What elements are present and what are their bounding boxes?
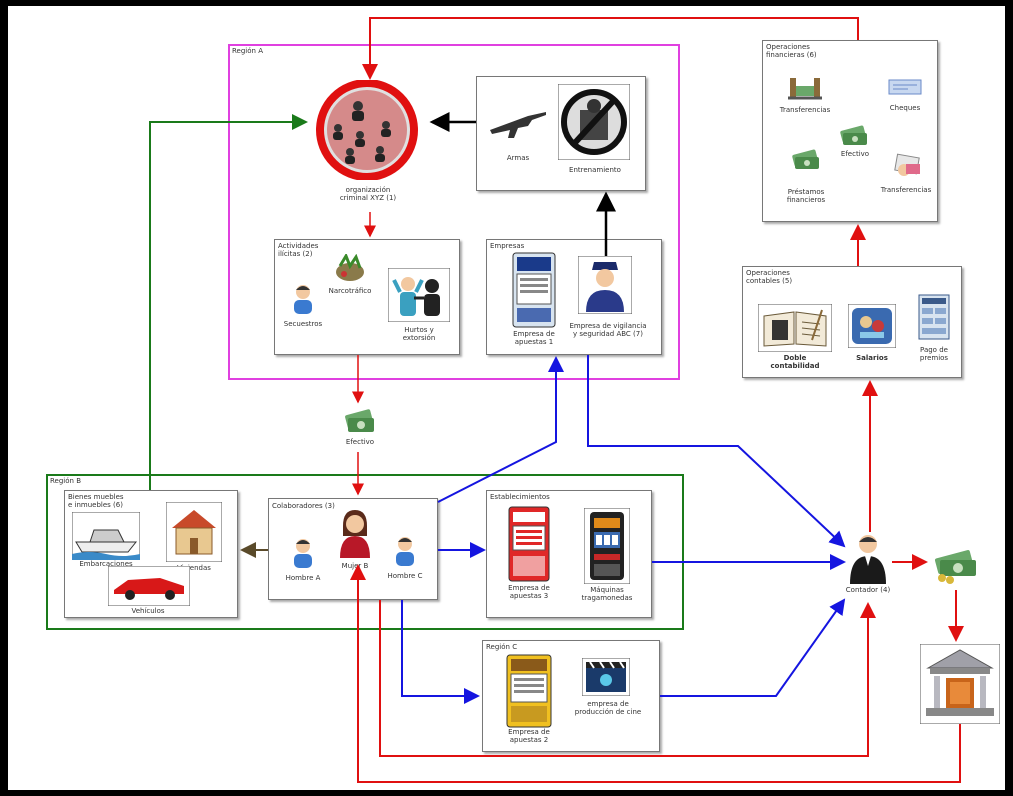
betting-company-3-label: Empresa de apuestas 3: [508, 584, 550, 600]
prize-payment-label: Pago de premios: [919, 346, 949, 362]
loans-label: Préstamos financieros: [786, 188, 826, 204]
financial-operations-title: Operaciones financieras (6): [766, 43, 817, 59]
cash-label: Efectivo: [345, 438, 375, 446]
man-a-icon: [292, 538, 314, 568]
cheques-label: Cheques: [889, 104, 921, 112]
man-c-icon: [394, 536, 416, 566]
boat-icon: [71, 511, 141, 561]
ledger-icon: [757, 303, 833, 353]
criminal-organization-icon: [308, 79, 426, 181]
extortion-icon: [387, 267, 451, 323]
vehicles-label: Vehículos: [131, 607, 165, 615]
man-c-label: Hombre C: [387, 572, 423, 580]
bank-icon: [919, 643, 1001, 725]
betting-machine-2-icon: [506, 654, 552, 728]
cash-icon: [342, 406, 378, 436]
drugs-label: Narcotráfico: [328, 287, 372, 295]
establishments-title: Establecimientos: [490, 493, 550, 501]
lottery-machine-icon: [512, 252, 556, 328]
training-icon: [557, 83, 631, 161]
criminal-organization-label: organización criminal XYZ (1): [339, 186, 397, 202]
companies-title: Empresas: [490, 242, 525, 250]
house-icon: [165, 501, 223, 563]
accountant-icon: [848, 532, 888, 584]
assets-title: Bienes muebles e inmuebles (6): [68, 493, 124, 509]
connectors: [149, 17, 964, 783]
transfers-1-label: Transferencias: [779, 106, 831, 114]
boats-label: Embarcaciones: [79, 560, 133, 568]
region-b: [46, 474, 684, 630]
salaries-label: Salarios: [856, 354, 888, 362]
betting-company-1-label: Empresa de apuestas 1: [513, 330, 555, 346]
slot-machine-icon: [583, 507, 631, 585]
salaries-icon: [847, 303, 897, 349]
diagram-canvas: Región A Región B organización criminal …: [8, 6, 1005, 790]
arrow-region-c-to-accountant: [660, 598, 846, 697]
slot-machines-label: Máquinas tragamonedas: [581, 586, 633, 602]
loan-icon: [790, 146, 822, 174]
weapons-label: Armas: [506, 154, 530, 162]
cash-financial-label: Efectivo: [840, 150, 870, 158]
accounting-operations-title: Operaciones contables (5): [746, 269, 793, 285]
transfer-icon-1: [786, 70, 824, 104]
illicit-activities-title: Actividades ilícitas (2): [278, 242, 319, 258]
arrow-financial-to-org: [362, 17, 859, 80]
region-a-label: Región A: [232, 47, 263, 55]
drugs-icon: [332, 252, 368, 284]
film-production-icon: [581, 657, 631, 697]
cheque-icon: [888, 78, 922, 96]
rifle-icon: [488, 106, 548, 146]
arrow-assets-to-org: [149, 114, 308, 490]
region-c-label: Región C: [486, 643, 518, 651]
transfer-icon-2: [892, 152, 924, 180]
security-company-label: Empresa de vigilancia y seguridad ABC (7…: [569, 322, 647, 338]
training-label: Entrenamiento: [569, 166, 621, 174]
kidnapping-label: Secuestros: [283, 320, 323, 328]
region-b-label: Región B: [50, 477, 81, 485]
man-a-label: Hombre A: [285, 574, 321, 582]
transfers-2-label: Transferencias: [880, 186, 932, 194]
woman-b-icon: [338, 508, 372, 558]
car-icon: [107, 565, 191, 607]
double-accounting-label: Doble contabilidad: [770, 354, 820, 370]
betting-machine-3-icon: [508, 506, 550, 582]
betting-company-2-label: Empresa de apuestas 2: [508, 728, 550, 744]
houses-label: Viviendas: [177, 564, 211, 572]
prize-payment-icon: [918, 294, 950, 340]
cash-icon-financial: [838, 122, 870, 150]
arrow-collaborators-to-accountant: [379, 600, 876, 757]
kidnapping-icon: [292, 284, 314, 314]
arrow-man-c-to-region-c: [401, 600, 480, 704]
security-guard-icon: [577, 255, 633, 315]
accountant-label: Contador (4): [845, 586, 891, 594]
arrow-collaborators-to-companies: [437, 356, 564, 503]
collaborators-title: Colaboradores (3): [272, 502, 335, 510]
region-a: [228, 44, 680, 380]
money-icon: [930, 546, 982, 586]
film-production-label: empresa de producción de cine: [574, 700, 642, 716]
arrow-security-to-accountant: [587, 355, 846, 548]
extortion-label: Hurtos y extorsión: [402, 326, 436, 342]
arrow-bank-to-woman: [350, 564, 961, 783]
